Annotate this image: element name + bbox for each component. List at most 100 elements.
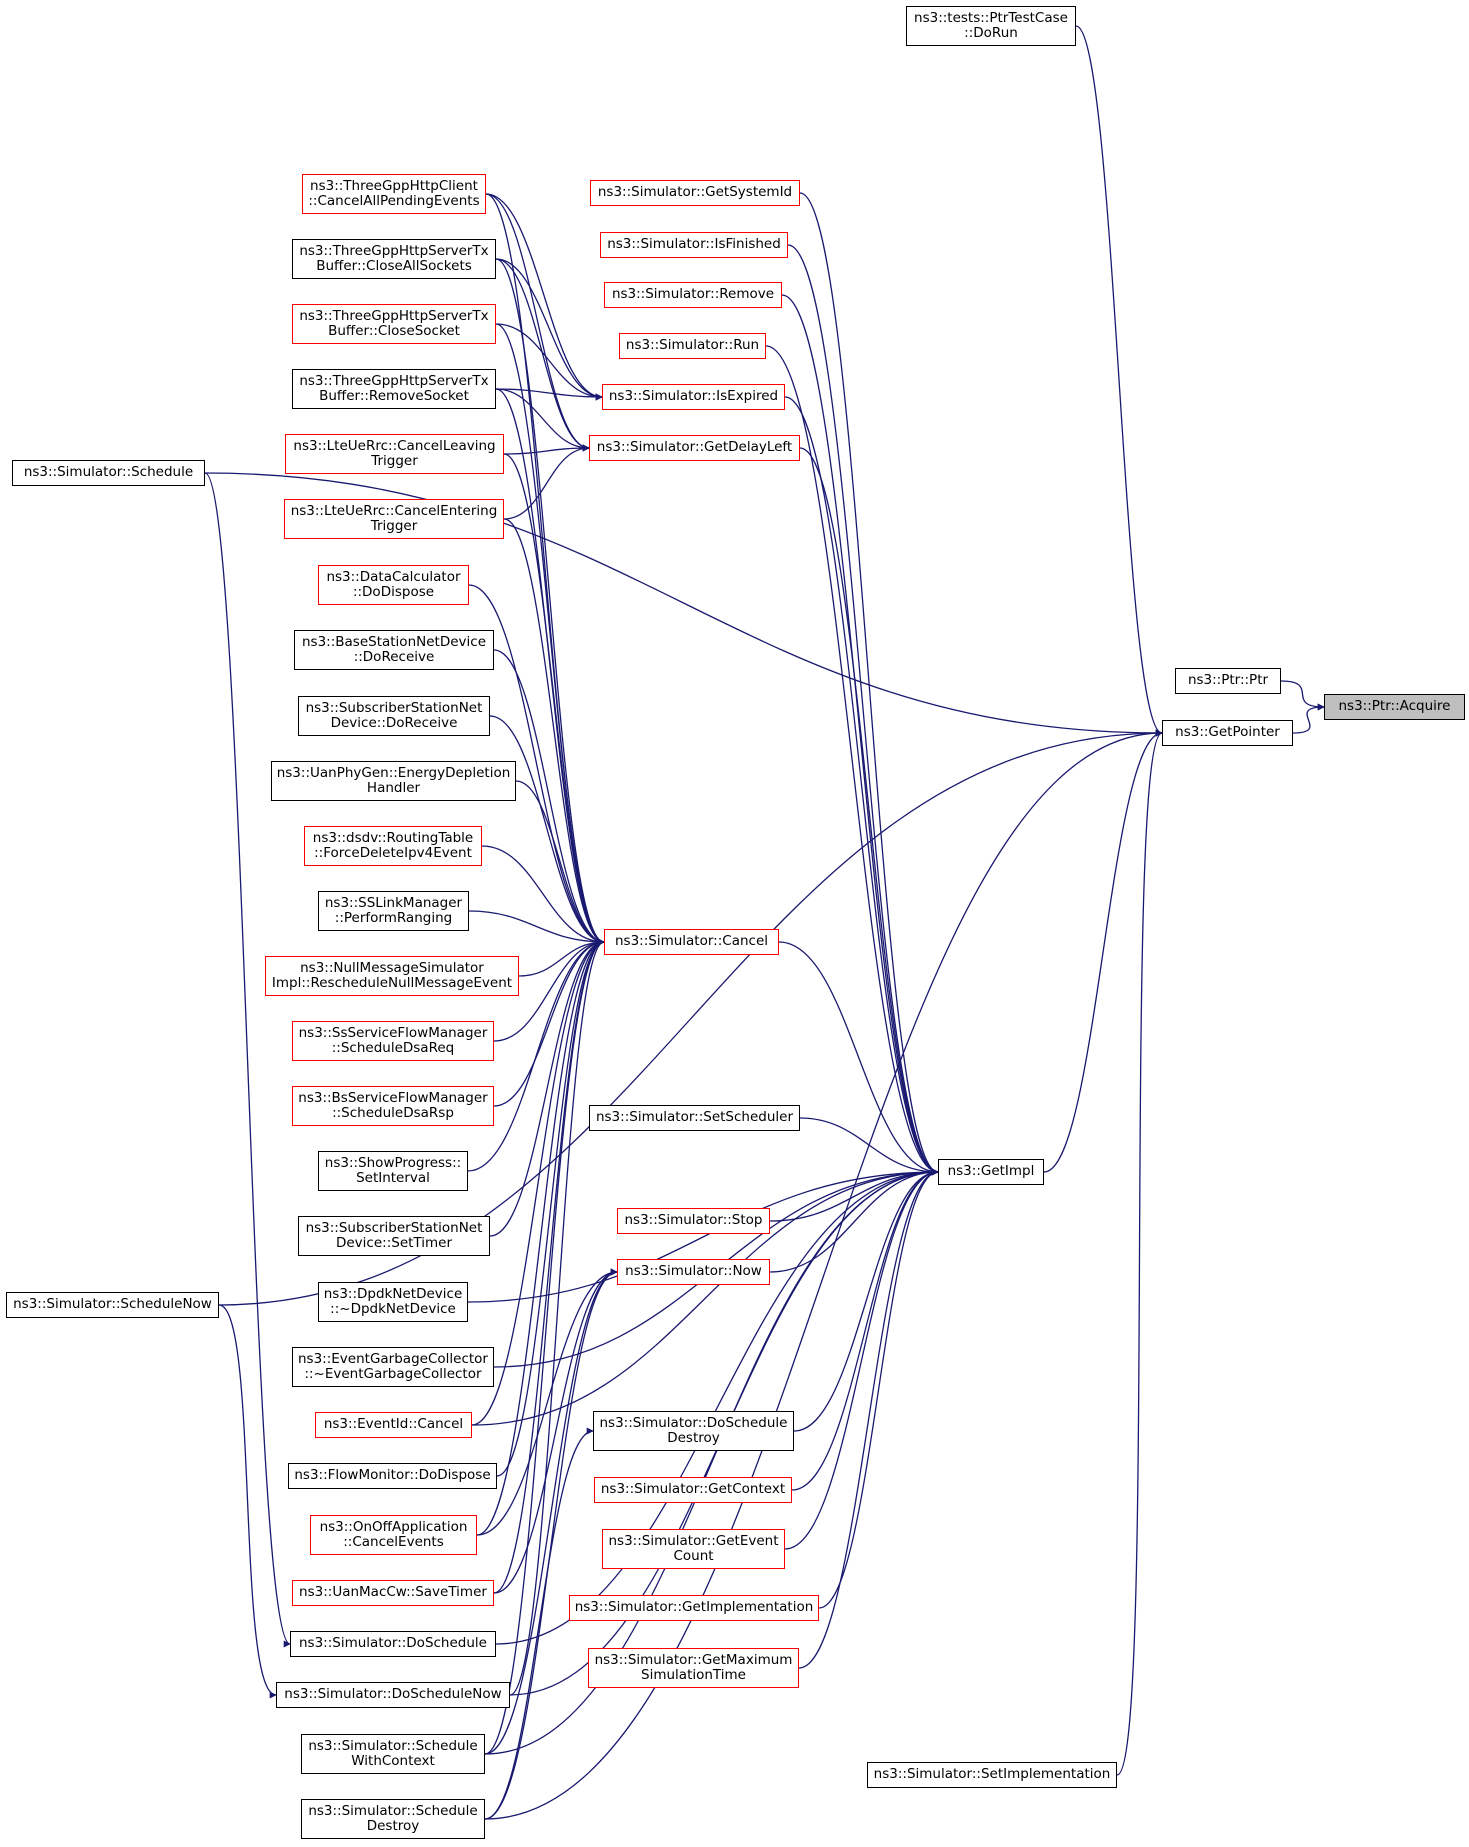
- call-edge: [798, 1168, 939, 1669]
- call-edge: [503, 444, 590, 455]
- node-label: ns3::Simulator::Schedule: [308, 1802, 478, 1819]
- node-label: ::PerformRanging: [334, 910, 453, 926]
- call-edge: [493, 649, 605, 946]
- node-label: ns3::Simulator::GetContext: [600, 1481, 786, 1498]
- node-simulator-schedule-now[interactable]: ns3::Simulator::ScheduleNow: [6, 1292, 219, 1318]
- call-edge: [503, 518, 605, 946]
- node-label: ns3::ThreeGppHttpClient: [310, 177, 478, 194]
- node-event-id-cancel[interactable]: ns3::EventId::Cancel: [315, 1412, 472, 1438]
- call-edge: [784, 396, 939, 1176]
- node-label: ns3::BsServiceFlowManager: [298, 1089, 488, 1106]
- node-label: ::DoRun: [964, 25, 1018, 41]
- node-simulator-schedule[interactable]: ns3::Simulator::Schedule: [12, 460, 205, 486]
- node-label: ns3::EventId::Cancel: [323, 1416, 464, 1433]
- node-label: ns3::Simulator::Cancel: [614, 933, 769, 950]
- node-base-station-net-device-receive[interactable]: ns3::BaseStationNetDevice::DoReceive: [294, 630, 494, 670]
- node-onoff-application-cancel-events[interactable]: ns3::OnOffApplication::CancelEvents: [310, 1515, 477, 1555]
- call-edge: [204, 472, 291, 1648]
- node-simulator-is-expired[interactable]: ns3::Simulator::IsExpired: [602, 384, 785, 410]
- node-bs-service-flow-schedule-dsa-rsp[interactable]: ns3::BsServiceFlowManager::ScheduleDsaRs…: [292, 1086, 494, 1126]
- call-edge: [495, 258, 605, 946]
- node-get-impl[interactable]: ns3::GetImpl: [938, 1159, 1044, 1185]
- call-edge: [503, 453, 605, 946]
- node-dsdv-force-delete-ipv4-event[interactable]: ns3::dsdv::RoutingTable::ForceDeleteIpv4…: [304, 826, 482, 866]
- node-label: SimulationTime: [641, 1667, 746, 1683]
- call-edge: [495, 388, 590, 452]
- call-edge: [793, 1168, 939, 1432]
- node-simulator-set-scheduler[interactable]: ns3::Simulator::SetScheduler: [589, 1105, 800, 1131]
- node-show-progress-set-interval[interactable]: ns3::ShowProgress::SetInterval: [318, 1151, 468, 1191]
- call-edge: [495, 323, 605, 946]
- node-ss-service-flow-schedule-dsa-req[interactable]: ns3::SsServiceFlowManager::ScheduleDsaRe…: [292, 1021, 494, 1061]
- call-edge: [791, 1168, 939, 1491]
- node-dpdk-net-device-destructor[interactable]: ns3::DpdkNetDevice::~DpdkNetDevice: [318, 1282, 468, 1322]
- node-label: ns3::Simulator::Stop: [624, 1212, 763, 1229]
- node-http-client-cancel-all-pending-events[interactable]: ns3::ThreeGppHttpClient::CancelAllPendin…: [302, 174, 486, 214]
- node-simulator-set-implementation[interactable]: ns3::Simulator::SetImplementation: [867, 1762, 1117, 1788]
- node-label: ns3::GetImpl: [947, 1163, 1035, 1180]
- node-simulator-now[interactable]: ns3::Simulator::Now: [617, 1259, 770, 1285]
- node-simulator-run[interactable]: ns3::Simulator::Run: [619, 333, 766, 359]
- node-label: ns3::FlowMonitor::DoDispose: [294, 1467, 491, 1484]
- call-edge: [799, 192, 939, 1176]
- node-label: ::~EventGarbageCollector: [304, 1366, 482, 1382]
- call-edge: [787, 244, 939, 1176]
- node-get-pointer[interactable]: ns3::GetPointer: [1162, 720, 1293, 746]
- node-simulator-get-implementation[interactable]: ns3::Simulator::GetImplementation: [569, 1595, 819, 1621]
- node-uan-mac-cw-save-timer[interactable]: ns3::UanMacCw::SaveTimer: [292, 1580, 494, 1606]
- node-simulator-cancel[interactable]: ns3::Simulator::Cancel: [604, 929, 779, 955]
- node-label: Buffer::RemoveSocket: [319, 388, 469, 404]
- node-label: ns3::Simulator::IsExpired: [608, 388, 779, 405]
- node-simulator-do-schedule-now[interactable]: ns3::Simulator::DoScheduleNow: [276, 1682, 510, 1708]
- call-edge: [485, 193, 590, 452]
- node-simulator-get-delay-left[interactable]: ns3::Simulator::GetDelayLeft: [589, 435, 800, 461]
- node-label: ns3::SubscriberStationNet: [305, 1219, 483, 1236]
- node-label: ns3::Simulator::Schedule: [308, 1737, 478, 1754]
- call-edge: [218, 1304, 277, 1699]
- node-simulator-get-context[interactable]: ns3::Simulator::GetContext: [594, 1477, 792, 1503]
- node-simulator-do-schedule[interactable]: ns3::Simulator::DoSchedule: [290, 1631, 496, 1657]
- node-data-calculator-dispose[interactable]: ns3::DataCalculator::DoDispose: [318, 565, 469, 605]
- node-simulator-get-system-id[interactable]: ns3::Simulator::GetSystemId: [590, 180, 800, 206]
- node-ptr-ptr[interactable]: ns3::Ptr::Ptr: [1175, 668, 1281, 694]
- node-ss-link-manager-perform-ranging[interactable]: ns3::SSLinkManager::PerformRanging: [318, 891, 469, 931]
- node-event-garbage-collector-destructor[interactable]: ns3::EventGarbageCollector::~EventGarbag…: [292, 1347, 494, 1387]
- call-edge: [485, 193, 603, 401]
- node-flow-monitor-dispose[interactable]: ns3::FlowMonitor::DoDispose: [288, 1463, 497, 1489]
- node-ptr-acquire[interactable]: ns3::Ptr::Acquire: [1324, 694, 1465, 720]
- node-label: ::CancelAllPendingEvents: [308, 193, 480, 209]
- node-label: ns3::Simulator::IsFinished: [607, 236, 781, 253]
- call-edge: [476, 938, 605, 1536]
- node-label: Destroy: [366, 1818, 420, 1834]
- node-simulator-is-finished[interactable]: ns3::Simulator::IsFinished: [600, 232, 788, 258]
- call-edge: [781, 294, 939, 1176]
- call-edge: [493, 938, 605, 1594]
- call-edge: [496, 938, 605, 1477]
- call-edge: [509, 938, 605, 1696]
- call-edge: [1292, 703, 1325, 734]
- node-label: ns3::UanPhyGen::EnergyDepletion: [276, 764, 511, 781]
- node-label: Handler: [366, 780, 421, 796]
- node-ptr-test-case-dorun[interactable]: ns3::tests::PtrTestCase::DoRun: [906, 6, 1076, 46]
- node-label: ns3::Simulator::GetDelayLeft: [596, 439, 793, 456]
- node-simulator-stop[interactable]: ns3::Simulator::Stop: [617, 1208, 770, 1234]
- node-label: ns3::SubscriberStationNet: [305, 699, 483, 716]
- node-label: ns3::Simulator::GetMaximum: [594, 1651, 793, 1668]
- node-simulator-remove[interactable]: ns3::Simulator::Remove: [604, 282, 782, 308]
- call-edge: [493, 938, 605, 1042]
